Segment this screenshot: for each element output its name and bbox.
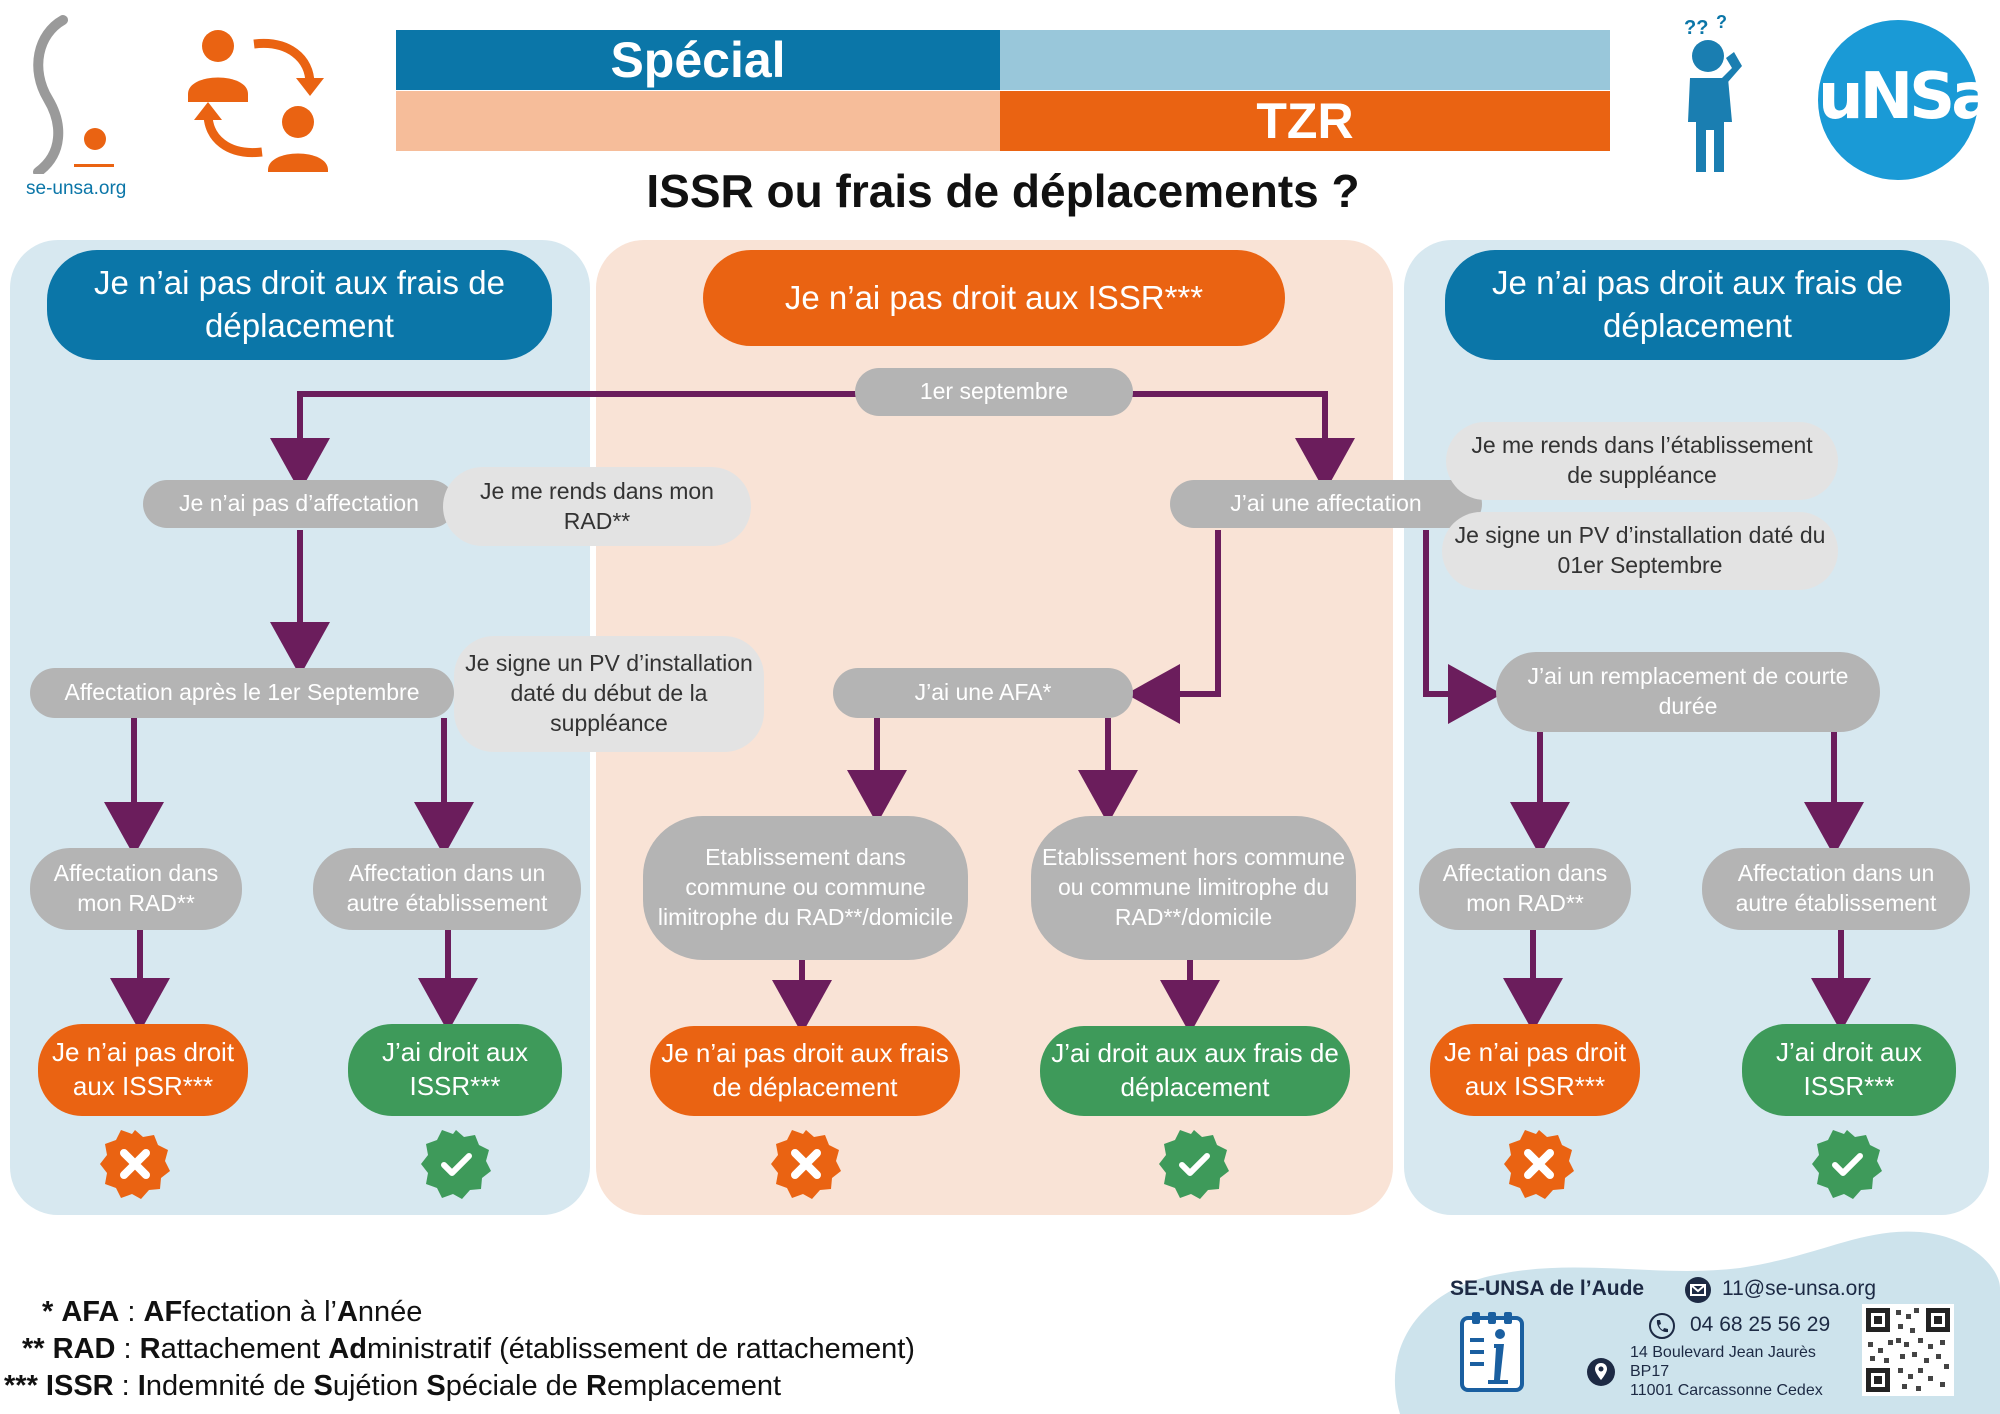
contact-address-2: BP17 — [1630, 1363, 1670, 1380]
mail-icon — [1685, 1277, 1711, 1303]
page-title: ISSR ou frais de déplacements ? — [646, 165, 1360, 217]
right-cross-badge-icon — [1504, 1130, 1574, 1199]
se-unsa-logo: se-unsa.org — [18, 14, 138, 204]
banner-bottom-right — [1000, 91, 1610, 151]
svg-text:?: ? — [1716, 12, 1727, 32]
assignment-after-sept-node: Affectation après le 1er Septembre — [30, 668, 454, 718]
afa-node: J’ai une AFA* — [833, 668, 1133, 718]
contact-phone[interactable]: 04 68 25 56 29 — [1690, 1313, 1831, 1336]
unsa-logo: uNSa — [1818, 20, 1994, 180]
footnote-afa: * AFA : AFfectation à l’Année — [42, 1296, 423, 1328]
qr-code-icon[interactable] — [1862, 1304, 1954, 1396]
center-check-badge-icon — [1159, 1130, 1229, 1199]
outside-commune-node: Etablissement hors commune ou commune li… — [1031, 816, 1356, 960]
left-result-no-issr: Je n’ai pas droit aux ISSR*** — [38, 1024, 248, 1116]
note-sign-pv: Je signe un PV d’installation daté du dé… — [454, 636, 764, 752]
no-assignment-node: Je n’ai pas d’affectation — [143, 480, 455, 528]
se-unsa-url: se-unsa.org — [26, 178, 127, 199]
banner-top-left — [396, 30, 1000, 90]
contact-org: SE-UNSA de l’Aude — [1450, 1277, 1645, 1300]
right-other-school-node: Affectation dans un autre établissement — [1702, 848, 1970, 930]
banner: Spécial TZR — [396, 30, 1610, 151]
contact-background — [1394, 1231, 2000, 1414]
right-check-badge-icon — [1812, 1130, 1882, 1199]
contact-email[interactable]: 11@se-unsa.org — [1722, 1277, 1877, 1300]
info-document-icon — [1460, 1312, 1524, 1392]
center-result-no-fees: Je n’ai pas droit aux frais de déplaceme… — [650, 1026, 960, 1116]
right-result-issr: J’ai droit aux ISSR*** — [1742, 1024, 1956, 1116]
note-sign-pv-sept: Je signe un PV d’installation daté du 01… — [1442, 512, 1838, 590]
phone-icon — [1649, 1313, 1675, 1339]
center-cross-badge-icon — [771, 1130, 841, 1199]
right-in-rad-node: Affectation dans mon RAD** — [1419, 848, 1631, 930]
start-node: 1er septembre — [855, 368, 1133, 416]
banner-tzr: TZR — [1256, 93, 1354, 149]
left-result-issr: J’ai droit aux ISSR*** — [348, 1024, 562, 1116]
center-result-fees: J’ai droit aux aux frais de déplacement — [1040, 1026, 1350, 1116]
right-result-no-issr: Je n’ai pas droit aux ISSR*** — [1430, 1024, 1640, 1116]
footnote-rad: ** RAD : Rattachement Administratif (éta… — [22, 1333, 915, 1365]
left-header: Je n’ai pas droit aux frais de déplaceme… — [47, 250, 552, 360]
short-replacement-node: J’ai un remplacement de courte durée — [1496, 652, 1880, 732]
note-go-to-rad: Je me rends dans mon RAD** — [443, 467, 751, 546]
banner-bottom-left — [396, 91, 1000, 151]
banner-special: Spécial — [610, 32, 786, 88]
left-in-rad-node: Affectation dans mon RAD** — [30, 848, 242, 930]
contact-address-3: 11001 Carcassonne Cedex — [1630, 1382, 1823, 1399]
contact-address-1: 14 Boulevard Jean Jaurès — [1630, 1344, 1816, 1361]
has-assignment-node: J’ai une affectation — [1170, 480, 1482, 528]
left-other-school-node: Affectation dans un autre établissement — [313, 848, 581, 930]
note-go-to-school: Je me rends dans l’établissement de supp… — [1446, 422, 1838, 500]
location-icon — [1587, 1358, 1615, 1386]
se-unsa-logo-mark — [33, 15, 114, 177]
thinking-person-icon: ?? ? — [1684, 12, 1742, 172]
footnote-issr: *** ISSR : Indemnité de Sujétion Spécial… — [4, 1370, 782, 1402]
unsa-logo-text: uNSa — [1818, 60, 1994, 134]
people-exchange-icon — [188, 30, 328, 172]
center-header: Je n’ai pas droit aux ISSR*** — [703, 250, 1285, 346]
left-cross-badge-icon — [100, 1130, 170, 1199]
within-commune-node: Etablissement dans commune ou commune li… — [643, 816, 968, 960]
right-header: Je n’ai pas droit aux frais de déplaceme… — [1445, 250, 1950, 360]
svg-text:??: ?? — [1684, 17, 1708, 39]
banner-top-right — [1000, 30, 1610, 90]
left-check-badge-icon — [421, 1130, 491, 1199]
